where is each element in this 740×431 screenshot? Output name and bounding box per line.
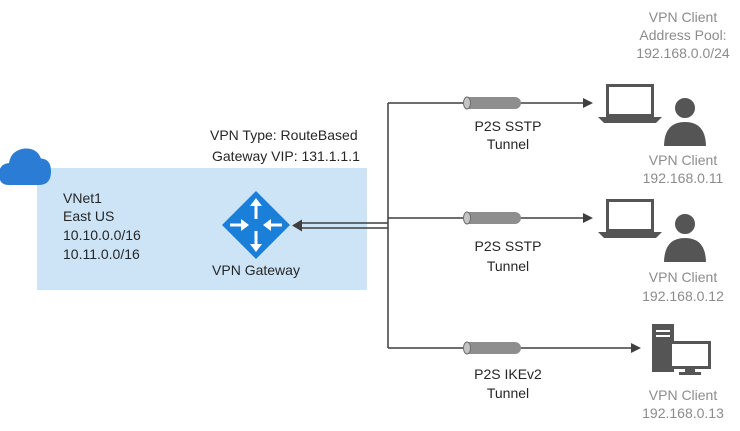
user-icon	[661, 96, 709, 148]
tunnel-protocol: P2S IKEv2	[474, 366, 542, 382]
laptop-screen	[606, 84, 654, 117]
laptop-base	[598, 232, 662, 238]
user-icon	[661, 212, 709, 264]
address-pool-subtitle: Address Pool:	[639, 27, 726, 43]
tunnel-pipe-icon	[463, 341, 521, 355]
branch-arrowhead-bottom	[631, 343, 641, 353]
vnet-address-space: 10.10.0.0/16	[63, 227, 141, 243]
client-label: VPN Client	[649, 269, 718, 285]
vnet-box	[37, 168, 367, 290]
client-ip: 192.168.0.11	[643, 170, 724, 186]
gateway-label: VPN Gateway	[212, 262, 300, 278]
branch-arrowhead-top	[583, 98, 593, 108]
tunnel-pipe-body	[463, 212, 521, 224]
vpn-gateway-icon	[222, 191, 290, 259]
laptop-base	[598, 117, 662, 123]
tunnel-label: Tunnel	[487, 385, 529, 401]
cloud-icon	[0, 148, 51, 185]
desktop-monitor-stand	[685, 369, 695, 373]
tunnel-label: Tunnel	[487, 136, 529, 152]
address-pool-range: 192.168.0.0/24	[636, 45, 730, 61]
client-label: VPN Client	[649, 387, 718, 403]
gateway-connector-arrowhead	[292, 219, 302, 232]
laptop-icon	[598, 84, 662, 123]
tunnel-protocol: P2S SSTP	[475, 238, 542, 254]
gateway-arrow-left-head	[241, 219, 249, 231]
gateway-diamond	[222, 191, 290, 259]
gateway-arrow-down-head	[250, 244, 262, 252]
desktop-monitor-foot	[679, 372, 701, 375]
tunnel-pipe-rim	[463, 211, 471, 225]
client-ip: 192.168.0.12	[642, 288, 724, 304]
tunnel-pipe-body	[463, 342, 521, 354]
gateway-vpn-type: VPN Type: RouteBased	[210, 127, 358, 143]
user-head	[673, 212, 697, 236]
tunnel-pipe-icon	[463, 96, 521, 110]
vnet-name: VNet1	[63, 190, 102, 206]
gateway-vip: Gateway VIP: 131.1.1.1	[212, 148, 360, 164]
desktop-monitor	[669, 341, 711, 369]
user-body	[661, 119, 709, 148]
address-pool-title: VPN Client	[649, 9, 718, 25]
tunnel-pipe-icon	[463, 211, 521, 225]
laptop-icon	[598, 199, 662, 238]
user-head	[673, 96, 697, 120]
vnet-region: East US	[63, 208, 114, 224]
desktop-tower-slot	[656, 335, 670, 337]
branch-arrowhead-middle	[583, 213, 593, 223]
tunnel-pipe-rim	[463, 96, 471, 110]
desktop-tower-slot	[656, 330, 670, 332]
client-label: VPN Client	[649, 152, 718, 168]
tunnel-pipe-body	[463, 97, 521, 109]
laptop-screen	[606, 199, 654, 232]
vnet-address-space: 10.11.0.0/16	[63, 246, 140, 262]
user-body	[661, 235, 709, 264]
tunnel-protocol: P2S SSTP	[475, 118, 542, 134]
desktop-computer-icon	[652, 324, 711, 375]
tunnel-pipe-rim	[463, 341, 471, 355]
tunnel-label: Tunnel	[487, 258, 529, 274]
gateway-arrow-up-head	[250, 198, 262, 206]
client-ip: 192.168.0.13	[642, 405, 724, 421]
gateway-arrow-right-head	[263, 219, 271, 231]
